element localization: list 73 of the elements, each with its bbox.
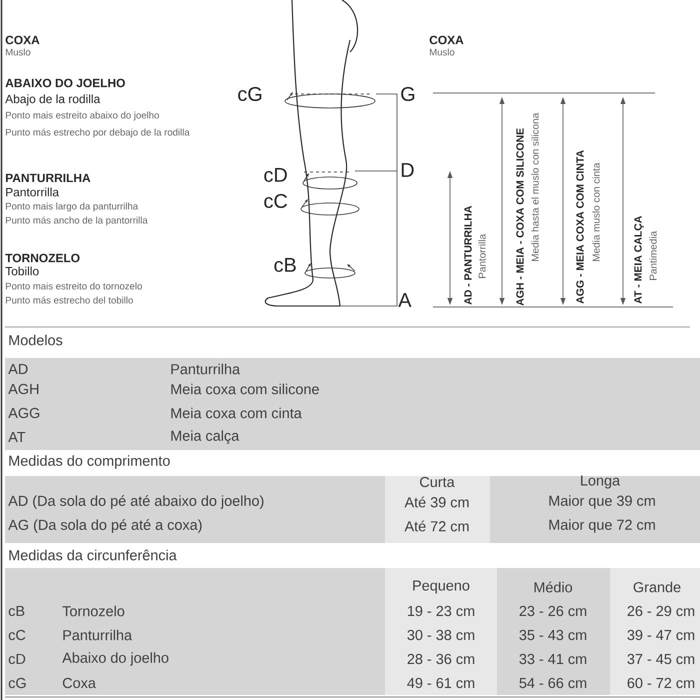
caption-text: Punto más ancho de la pantorrilla (6, 216, 148, 226)
table-cell: 30 - 38 cm (407, 630, 474, 640)
table-cell: 39 - 47 cm (627, 630, 694, 640)
vertical-label: AGG - MEIA COXA COM CINTA (576, 150, 584, 304)
table-cell: Curta (420, 476, 455, 488)
vertical-label: Media hasta el muslo con silicona (531, 112, 539, 261)
table-cell: Pequeno (413, 580, 470, 594)
table-cell: Até 39 cm (404, 496, 469, 508)
table-cell: Longa (581, 476, 620, 488)
caption-text: Ponto mais estreito abaixo do joelho (6, 112, 159, 120)
heading-text: PANTURRILHA (6, 174, 90, 182)
table-cell: Até 72 cm (404, 520, 469, 532)
table-cell: Grande (634, 582, 680, 592)
vertical-label: Media muslo con cinta (592, 162, 600, 261)
table-cell: 26 - 29 cm (628, 606, 694, 616)
heading-text: COXA (430, 36, 464, 44)
measure-point-label: A (398, 293, 412, 307)
caption-text: Muslo (6, 48, 30, 56)
measure-point-label: cC (264, 194, 288, 208)
table-cell: AT (8, 432, 26, 442)
table-cell: 49 - 61 cm (407, 678, 474, 688)
caption-text: Ponto mais largo da panturrilha (6, 202, 138, 212)
measure-point-label: cD (264, 168, 287, 182)
caption-text: Muslo (430, 48, 454, 56)
vertical-label: AGH - MEIA - COXA COM SILICONE (516, 128, 524, 306)
table-cell: Médio (534, 582, 572, 592)
table-cell: 37 - 45 cm (627, 654, 694, 664)
table-cell: AD (Da sola do pé até abaixo do joelho) (8, 495, 264, 509)
table-cell: 19 - 23 cm (408, 606, 474, 616)
table-cell: 60 - 72 cm (628, 678, 694, 688)
section-heading: Modelos (9, 334, 62, 346)
table-cell: AGG (8, 408, 40, 418)
table-cell: Panturrilha (171, 364, 240, 374)
table-cell: Meia calça (171, 430, 240, 444)
table-cell: cG (8, 678, 26, 688)
measure-point-label: D (402, 163, 414, 177)
caption-text: Pantorrilla (6, 188, 59, 196)
caption-text: Abajo de la rodilla (5, 94, 100, 106)
table-cell: Tornozelo (62, 606, 124, 616)
caption-text: Tobillo (5, 266, 39, 276)
table-cell: 28 - 36 cm (408, 654, 474, 664)
measure-point-label: cB (274, 258, 296, 272)
table-cell: cD (8, 654, 26, 664)
table-cell: Maior que 72 cm (549, 519, 655, 533)
table-cell: AG (Da sola do pé até a coxa) (8, 519, 202, 533)
table-cell: AGH (8, 384, 38, 394)
vertical-label: Pantimedia (649, 230, 657, 280)
heading-text: TORNOZELO (5, 254, 80, 262)
table-cell: 23 - 26 cm (520, 606, 586, 616)
table-cell: 35 - 43 cm (519, 630, 586, 640)
table-cell: cB (8, 606, 24, 616)
table-cell: Abaixo do joelho (62, 652, 168, 666)
table-cell: Meia coxa com silicone (171, 384, 319, 394)
vertical-label: Pantorrilla (478, 234, 486, 278)
vertical-label: AT - MEIA CALÇA (634, 216, 644, 304)
table-cell: 54 - 66 cm (519, 678, 586, 688)
table-cell: Panturrilha (63, 630, 132, 640)
vertical-label: AD - PANTURRILHA (464, 206, 472, 305)
heading-text: COXA (6, 36, 40, 44)
section-heading: Medidas do comprimento (9, 455, 170, 469)
table-cell: Maior que 39 cm (549, 495, 655, 509)
table-cell: AD (8, 364, 28, 374)
caption-text: Punto más estrecho del tobillo (6, 296, 133, 304)
measure-point-label: cG (238, 86, 262, 102)
heading-text: ABAIXO DO JOELHO (6, 78, 125, 88)
measure-point-label: G (401, 86, 414, 102)
caption-text: Ponto mais estreito do tornozelo (6, 282, 142, 290)
caption-text: Punto más estrecho por debajo de la rodilla (6, 128, 190, 138)
section-heading: Medidas da circunferência (9, 550, 177, 560)
table-cell: Coxa (62, 678, 96, 688)
table-cell: 33 - 41 cm (519, 654, 586, 664)
table-cell: Meia coxa com cinta (171, 408, 302, 418)
table-cell: cC (8, 630, 26, 640)
